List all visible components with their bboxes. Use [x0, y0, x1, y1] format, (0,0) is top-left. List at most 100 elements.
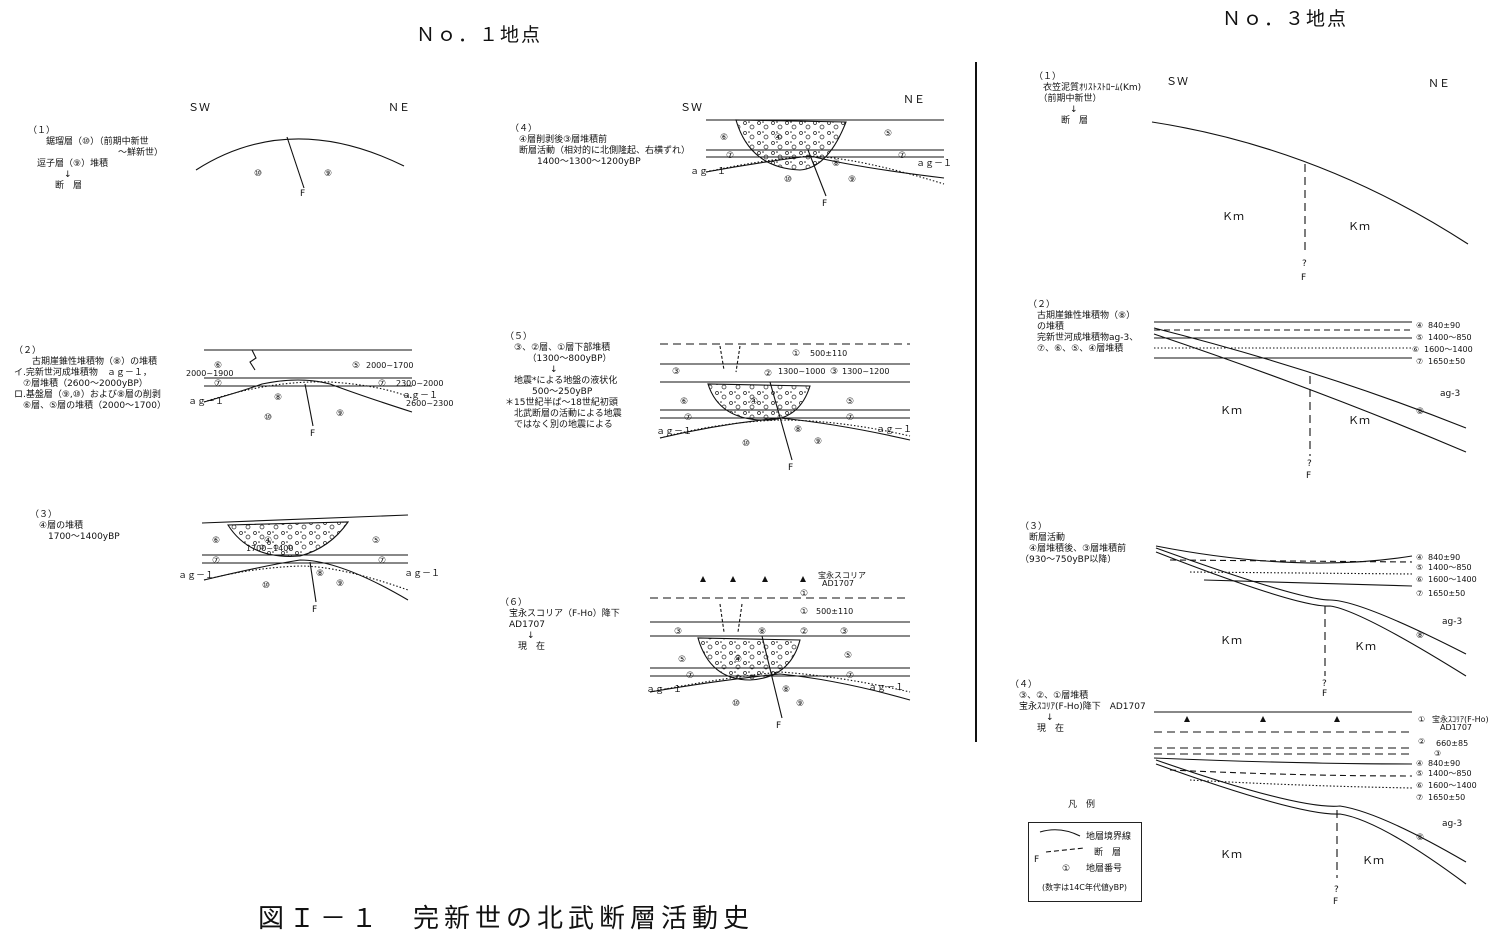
ag1-label: ａｇ－１	[876, 425, 912, 435]
step1-6-text: （６） 宝永スコリア（F-Ho）降下 AD1707 ↓ 現 在	[500, 598, 620, 652]
unit2-label: ②	[764, 369, 772, 379]
unit5-label: ⑤	[352, 361, 360, 371]
ne-label-1: ＮＥ	[388, 101, 410, 114]
ground-surface	[195, 138, 405, 171]
fault-f-label: F	[776, 721, 781, 731]
age-label: 1700~1400	[246, 544, 293, 553]
unit8-label: ⑧	[316, 569, 324, 579]
age-label: 1600～1400	[1424, 345, 1473, 354]
ag3-label: ag-3	[1442, 617, 1462, 627]
unit10-label: ⑩	[264, 413, 272, 423]
fault-line	[309, 561, 317, 603]
ag1-label: ａｇ－１	[178, 571, 214, 581]
scoria-marks	[700, 576, 1340, 722]
km-label: Ｋｍ	[1220, 634, 1242, 647]
legend-fault-label: 断 層	[1094, 848, 1122, 858]
unit10-label: ⑩	[732, 699, 740, 709]
step1-4-text: （４） ④層削剥後③層堆積前 断層活動（相対的に北側隆起、右横ずれ） 1400～…	[510, 124, 691, 167]
unit5-label: ⑤	[1416, 563, 1423, 572]
fault-line	[304, 383, 314, 427]
scoria-date: AD1707	[822, 579, 854, 588]
diagram-3-1	[1151, 121, 1469, 254]
age-label: 500±110	[810, 349, 847, 358]
unit9-label: ⑨	[336, 579, 344, 589]
fault-f-label: F	[1333, 897, 1338, 907]
age-label: 840±90	[1428, 321, 1460, 330]
step3-1-text: （１） 衣笠泥質ｵﾘｽﾄｽﾄﾛｰﾑ(Km) （前期中新世） ↓ 断 層	[1034, 72, 1142, 126]
unit9-label: ⑨	[336, 409, 344, 419]
age-label: 1600～1400	[1428, 781, 1477, 790]
unit10-label: ⑩	[742, 439, 750, 449]
ag1-label: ａｇ－１	[868, 683, 904, 693]
ag1-label: ａｇ－１	[690, 167, 726, 177]
ag3-label: ag-3	[1440, 389, 1460, 399]
diagram-1-4	[705, 119, 945, 197]
site3-title: Ｎｏ．３地点	[1222, 8, 1349, 30]
unit1-label: ①	[800, 607, 808, 617]
scoria-date: AD1707	[1440, 723, 1472, 732]
unit5-label: ⑤	[678, 655, 686, 665]
unit8-label: ⑧	[832, 159, 840, 169]
age-label: 2300~2000	[396, 379, 443, 388]
unit4-label: ④	[734, 655, 742, 665]
unit8-label: ⑧	[758, 627, 766, 637]
unit6-label: ⑥	[1416, 781, 1423, 790]
km-label: Ｋｍ	[1222, 210, 1244, 223]
unit7-label: ⑦	[1416, 357, 1423, 366]
sw-label-1: ＳＷ	[188, 101, 210, 114]
diagram-1-5	[659, 343, 911, 461]
unit1-label: ①	[792, 349, 800, 359]
diagram-3-2	[1153, 321, 1467, 456]
unit8-label: ⑧	[1416, 833, 1424, 843]
unit6-label: ⑥	[680, 397, 688, 407]
ne-label-4: ＮＥ	[903, 93, 925, 106]
diagram-1-6	[649, 597, 911, 719]
step3-2-text: （２） 古期崖錐性堆積物（⑧） の堆積 完新世河成堆積物ag-3、 ⑦、⑥、⑤、…	[1028, 300, 1139, 354]
km-label: Ｋｍ	[1348, 220, 1370, 233]
diagram-1-2	[203, 349, 413, 427]
fault-query-label: ?	[1334, 885, 1339, 895]
unit7-label: ⑦	[686, 671, 694, 681]
legend-unit-symbol: ①	[1062, 864, 1071, 874]
unit1-label: ①	[800, 589, 808, 599]
diagram-1-3	[201, 514, 409, 603]
unit7-label: ⑦	[898, 151, 906, 161]
ag1-label: ａｇ－１	[646, 685, 682, 695]
fault-line	[769, 381, 793, 461]
unit1-label: ①	[1418, 715, 1425, 724]
age-label: 1400～850	[1428, 333, 1472, 342]
fault-query-label: ?	[1307, 459, 1312, 469]
unit10-label: ⑩	[254, 169, 262, 179]
unit7-label: ⑦	[726, 151, 734, 161]
legend-unit-label: 地層番号	[1086, 864, 1123, 874]
fault-f-label: F	[1306, 471, 1311, 481]
unit6-label: ⑥	[212, 536, 220, 546]
unit3-label: ③	[674, 627, 682, 637]
unit2-label: ②	[1418, 737, 1425, 746]
unit3-label: ③	[840, 627, 848, 637]
legend-box	[1028, 822, 1142, 902]
unit9-label: ⑨	[814, 437, 822, 447]
unit5-label: ⑤	[844, 651, 852, 661]
unit4-label: ④	[750, 397, 758, 407]
unit7-label: ⑦	[684, 413, 692, 423]
age-label: 840±90	[1428, 759, 1460, 768]
unit8-label: ⑧	[794, 425, 802, 435]
sw-label-4: ＳＷ	[680, 101, 702, 114]
age-label: 2000~1900	[186, 369, 233, 378]
fault-line	[807, 149, 827, 197]
fault-f-label: F	[300, 189, 305, 199]
age-label: 2000~1700	[366, 361, 413, 370]
ag1-label: ａｇ－１	[188, 397, 224, 407]
diagram-3-4	[1153, 711, 1467, 885]
diagram-1-1	[195, 136, 405, 189]
unit8-label: ⑧	[1416, 631, 1424, 641]
age-label: 2600~2300	[406, 399, 453, 408]
unit6-label: ⑥	[214, 361, 222, 371]
fault-line	[761, 635, 783, 719]
fault-query-label: ?	[1302, 259, 1307, 269]
ag1-label: ａｇ－１	[404, 569, 440, 579]
step1-1-text: （１） 鋸瑠層（⑩）（前期中新世 ～鮮新世） 逗子層（⑨）堆積 ↓ 断 層	[28, 126, 164, 191]
age-label: 1650±50	[1428, 589, 1465, 598]
